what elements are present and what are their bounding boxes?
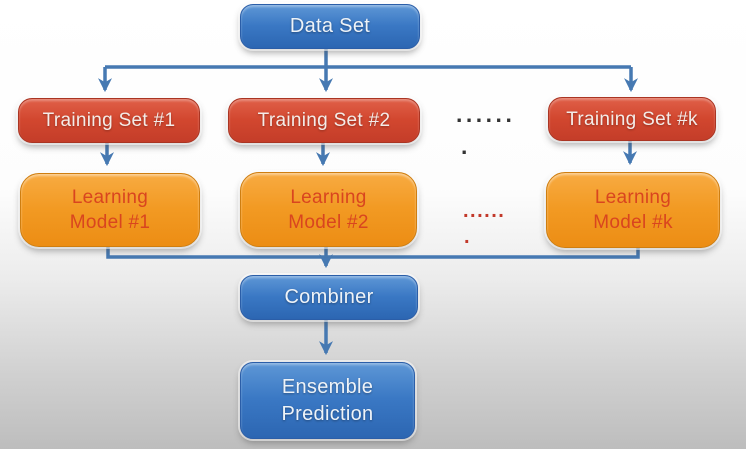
node-training-set-1: Training Set #1	[18, 98, 200, 143]
ellipsis-training-row-dot: .	[461, 133, 468, 159]
node-data-set: Data Set	[240, 4, 420, 49]
node-learning-model-k: Learning Model #k	[546, 172, 720, 248]
edge-models-converge-line	[106, 244, 640, 259]
node-ensemble-prediction: Ensemble Prediction	[240, 362, 415, 439]
ellipsis-model-row-dot: .	[464, 226, 470, 248]
node-learning-model-1: Learning Model #1	[20, 173, 200, 247]
node-training-set-k: Training Set #k	[548, 97, 716, 141]
node-training-set-2: Training Set #2	[228, 98, 420, 143]
node-learning-model-2: Learning Model #2	[240, 172, 417, 247]
node-combiner: Combiner	[240, 275, 418, 320]
ellipsis-model-row: ......	[463, 200, 506, 222]
ellipsis-training-row: ......	[456, 101, 516, 127]
